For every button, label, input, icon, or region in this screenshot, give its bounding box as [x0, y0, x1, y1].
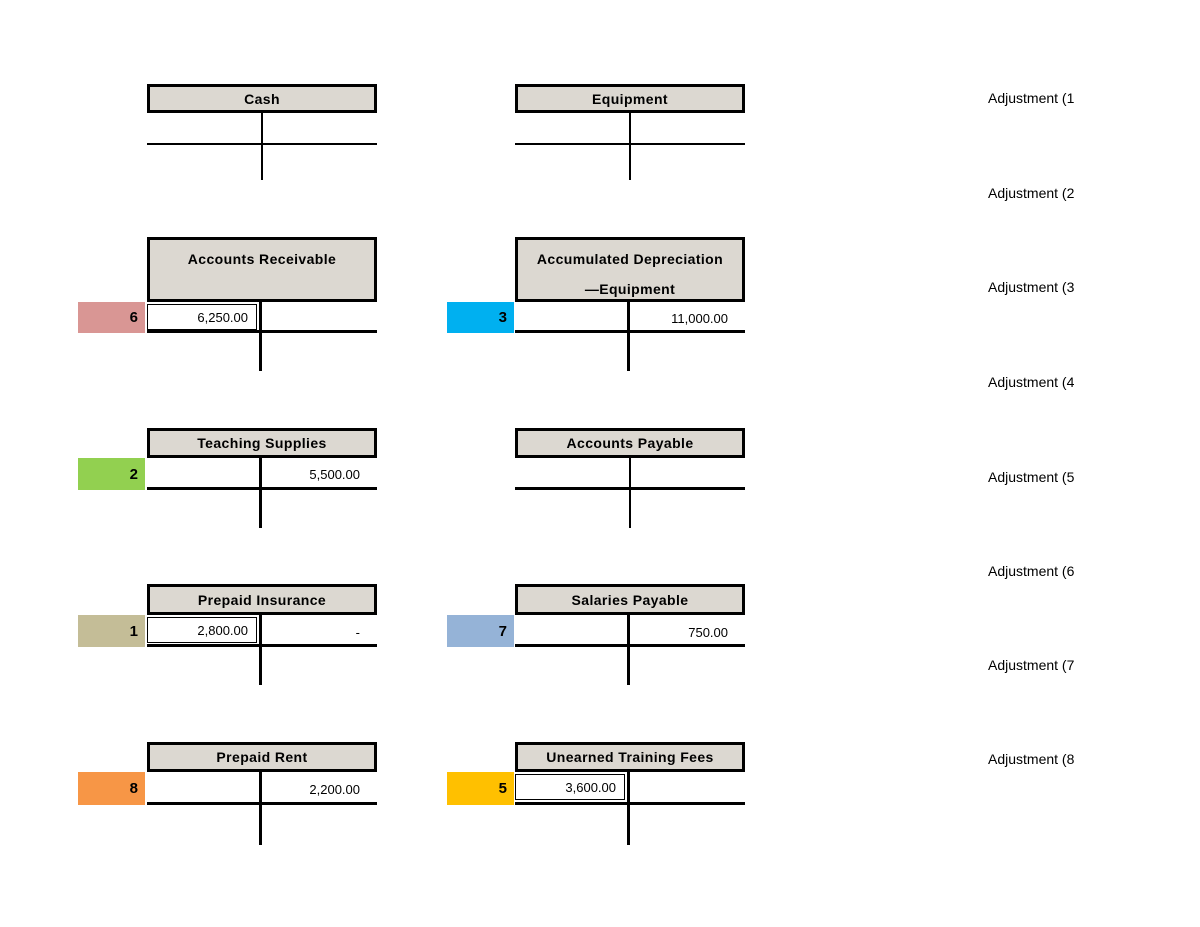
account-header: Prepaid Insurance: [147, 584, 377, 615]
t-stem-line: [261, 113, 263, 180]
account-title: Salaries Payable: [571, 591, 689, 608]
t-crossbar-line: [147, 487, 377, 490]
account-header: Teaching Supplies: [147, 428, 377, 458]
adjustment-marker-cell[interactable]: 6: [78, 302, 145, 333]
account-header: Accounts Payable: [515, 428, 745, 458]
t-stem-line: [627, 302, 630, 371]
credit-value[interactable]: 5,500.00: [309, 466, 360, 482]
account-title: Accounts Receivable: [187, 251, 337, 267]
account-title: Unearned Training Fees: [546, 749, 714, 765]
t-crossbar-line: [515, 487, 745, 490]
account-title: Accumulated Depreciation: [536, 251, 724, 267]
adjustment-marker-cell[interactable]: 7: [447, 615, 514, 647]
t-crossbar-line: [515, 644, 745, 647]
account-title: Cash: [244, 90, 280, 107]
account-title: Teaching Supplies: [197, 435, 327, 451]
t-stem-line: [259, 772, 262, 845]
debit-value-cell[interactable]: 6,250.00: [147, 304, 257, 330]
account-title: Prepaid Insurance: [197, 591, 327, 608]
adjustment-marker-cell[interactable]: 3: [447, 302, 514, 333]
adjustment-label: Adjustment (8: [988, 751, 1075, 767]
adjustment-marker-cell[interactable]: 2: [78, 458, 145, 490]
adjustment-label: Adjustment (1: [988, 90, 1075, 106]
t-stem-line: [259, 302, 262, 371]
t-stem-line: [629, 113, 631, 180]
credit-value[interactable]: -: [355, 624, 360, 640]
t-crossbar-line: [147, 802, 377, 805]
account-header: Equipment: [515, 84, 745, 113]
account-title: Equipment: [592, 90, 668, 107]
t-crossbar-line: [515, 330, 745, 333]
adjustment-label: Adjustment (7: [988, 657, 1075, 673]
credit-value[interactable]: 2,200.00: [309, 781, 360, 797]
account-title-line2: —Equipment: [584, 281, 676, 297]
adjustment-marker-cell[interactable]: 1: [78, 615, 145, 647]
adjustment-label: Adjustment (3: [988, 279, 1075, 295]
t-stem-line: [627, 615, 630, 685]
t-crossbar-line: [147, 644, 377, 647]
adjustment-label: Adjustment (5: [988, 469, 1075, 485]
credit-value[interactable]: 11,000.00: [671, 310, 728, 326]
adjustment-label: Adjustment (6: [988, 563, 1075, 579]
adjustment-label: Adjustment (2: [988, 185, 1075, 201]
t-crossbar-line: [515, 802, 745, 805]
account-title: Accounts Payable: [566, 435, 694, 451]
account-header: Accumulated Depreciation —Equipment: [515, 237, 745, 302]
t-stem-line: [259, 458, 262, 528]
debit-value-cell[interactable]: 3,600.00: [515, 774, 625, 800]
adjustment-label: Adjustment (4: [988, 374, 1075, 390]
account-title: Prepaid Rent: [216, 749, 308, 765]
account-header: Salaries Payable: [515, 584, 745, 615]
t-crossbar-line: [147, 330, 377, 333]
t-stem-line: [259, 615, 262, 685]
account-header: Accounts Receivable: [147, 237, 377, 302]
account-header: Cash: [147, 84, 377, 113]
adjustment-marker-cell[interactable]: 5: [447, 772, 514, 805]
t-crossbar-line: [515, 143, 745, 145]
t-stem-line: [629, 458, 631, 528]
credit-value[interactable]: 750.00: [688, 624, 728, 640]
t-stem-line: [627, 772, 630, 845]
adjustment-marker-cell[interactable]: 8: [78, 772, 145, 805]
debit-value-cell[interactable]: 2,800.00: [147, 617, 257, 643]
t-crossbar-line: [147, 143, 377, 145]
account-header: Unearned Training Fees: [515, 742, 745, 772]
account-header: Prepaid Rent: [147, 742, 377, 772]
